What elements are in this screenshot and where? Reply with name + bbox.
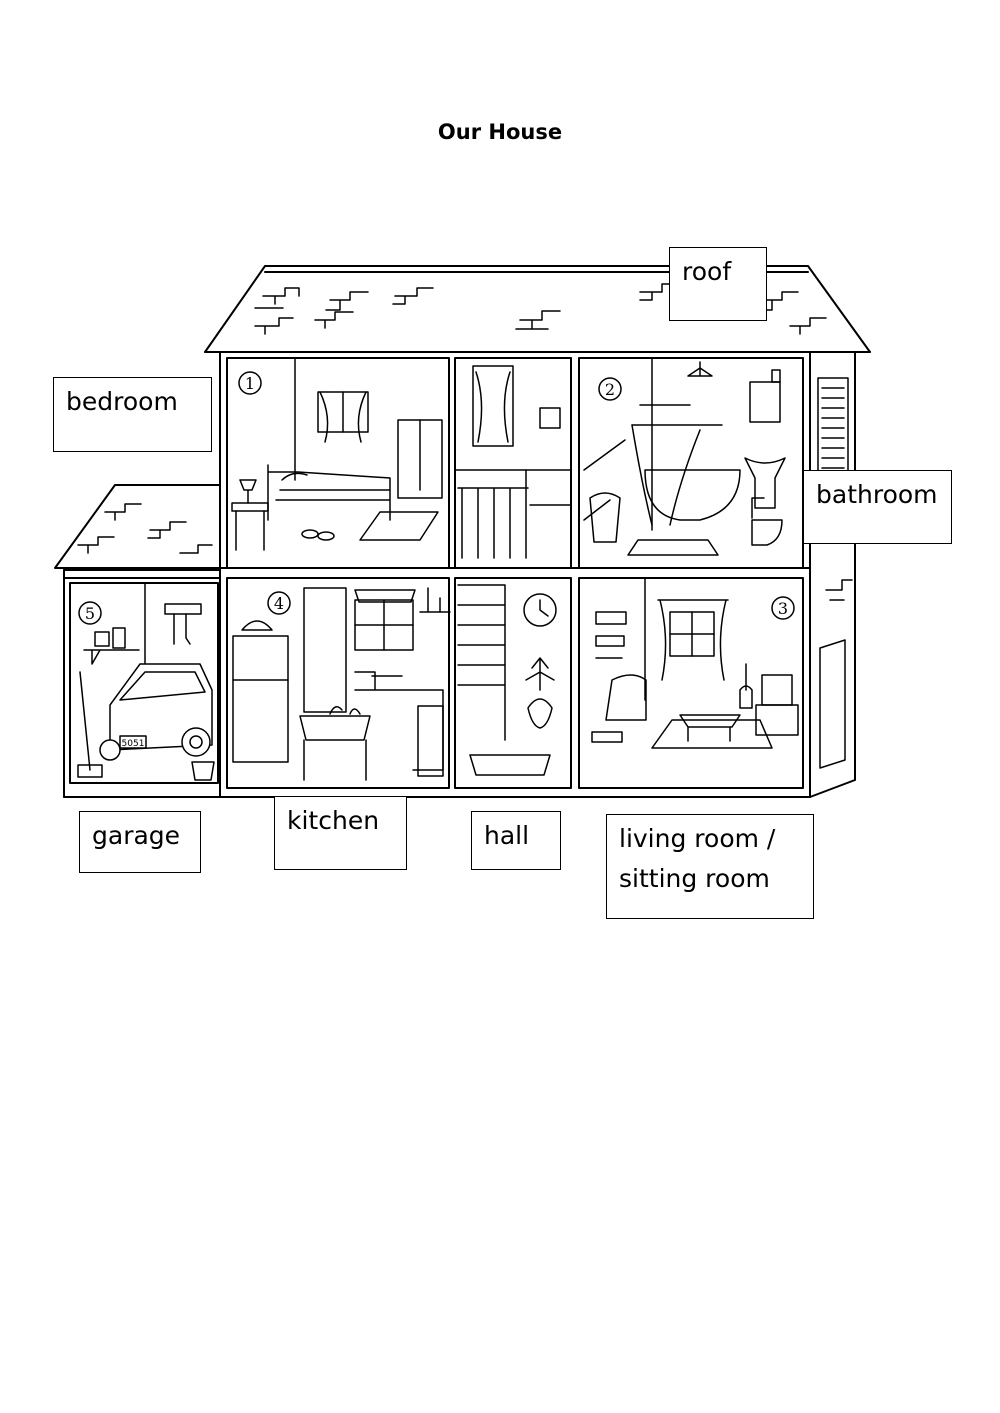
label-bathroom-text: bathroom <box>816 480 938 509</box>
upper-hall-details <box>454 365 572 559</box>
room-number-bedroom: 1 <box>245 374 255 393</box>
label-bedroom-text: bedroom <box>66 387 178 416</box>
label-hall: hall <box>471 811 561 870</box>
label-garage-text: garage <box>92 821 181 850</box>
label-living-room: living room / sitting room <box>606 814 814 919</box>
room-number-badges <box>78 371 795 625</box>
room-number-living-room: 3 <box>778 599 788 618</box>
label-roof: roof <box>669 247 767 321</box>
label-bedroom: bedroom <box>53 377 212 452</box>
label-kitchen-text: kitchen <box>287 806 380 835</box>
main-roof <box>204 265 871 353</box>
page-title: Our House <box>437 120 563 144</box>
label-sitting-room-text: sitting room <box>619 864 770 893</box>
lower-hall-details <box>457 584 557 776</box>
room-frames <box>69 357 804 789</box>
label-roof-text: roof <box>682 257 732 286</box>
side-wall-details <box>817 377 853 769</box>
label-hall-text: hall <box>484 821 530 850</box>
living-room-furniture <box>591 577 799 749</box>
car-plate-text: 5051 <box>122 739 145 749</box>
room-number-bathroom: 2 <box>605 380 615 399</box>
label-garage: garage <box>79 811 201 873</box>
bedroom-furniture <box>231 357 443 551</box>
garage-contents: 5051 <box>77 582 215 781</box>
bathroom-furniture <box>583 357 786 556</box>
garage-roof <box>54 484 221 569</box>
room-number-kitchen: 4 <box>274 594 284 613</box>
label-bathroom: bathroom <box>803 470 952 544</box>
label-kitchen: kitchen <box>274 796 407 870</box>
kitchen-furniture <box>232 587 451 781</box>
room-number-garage: 5 <box>85 604 95 623</box>
label-living-room-text: living room / <box>619 824 776 853</box>
